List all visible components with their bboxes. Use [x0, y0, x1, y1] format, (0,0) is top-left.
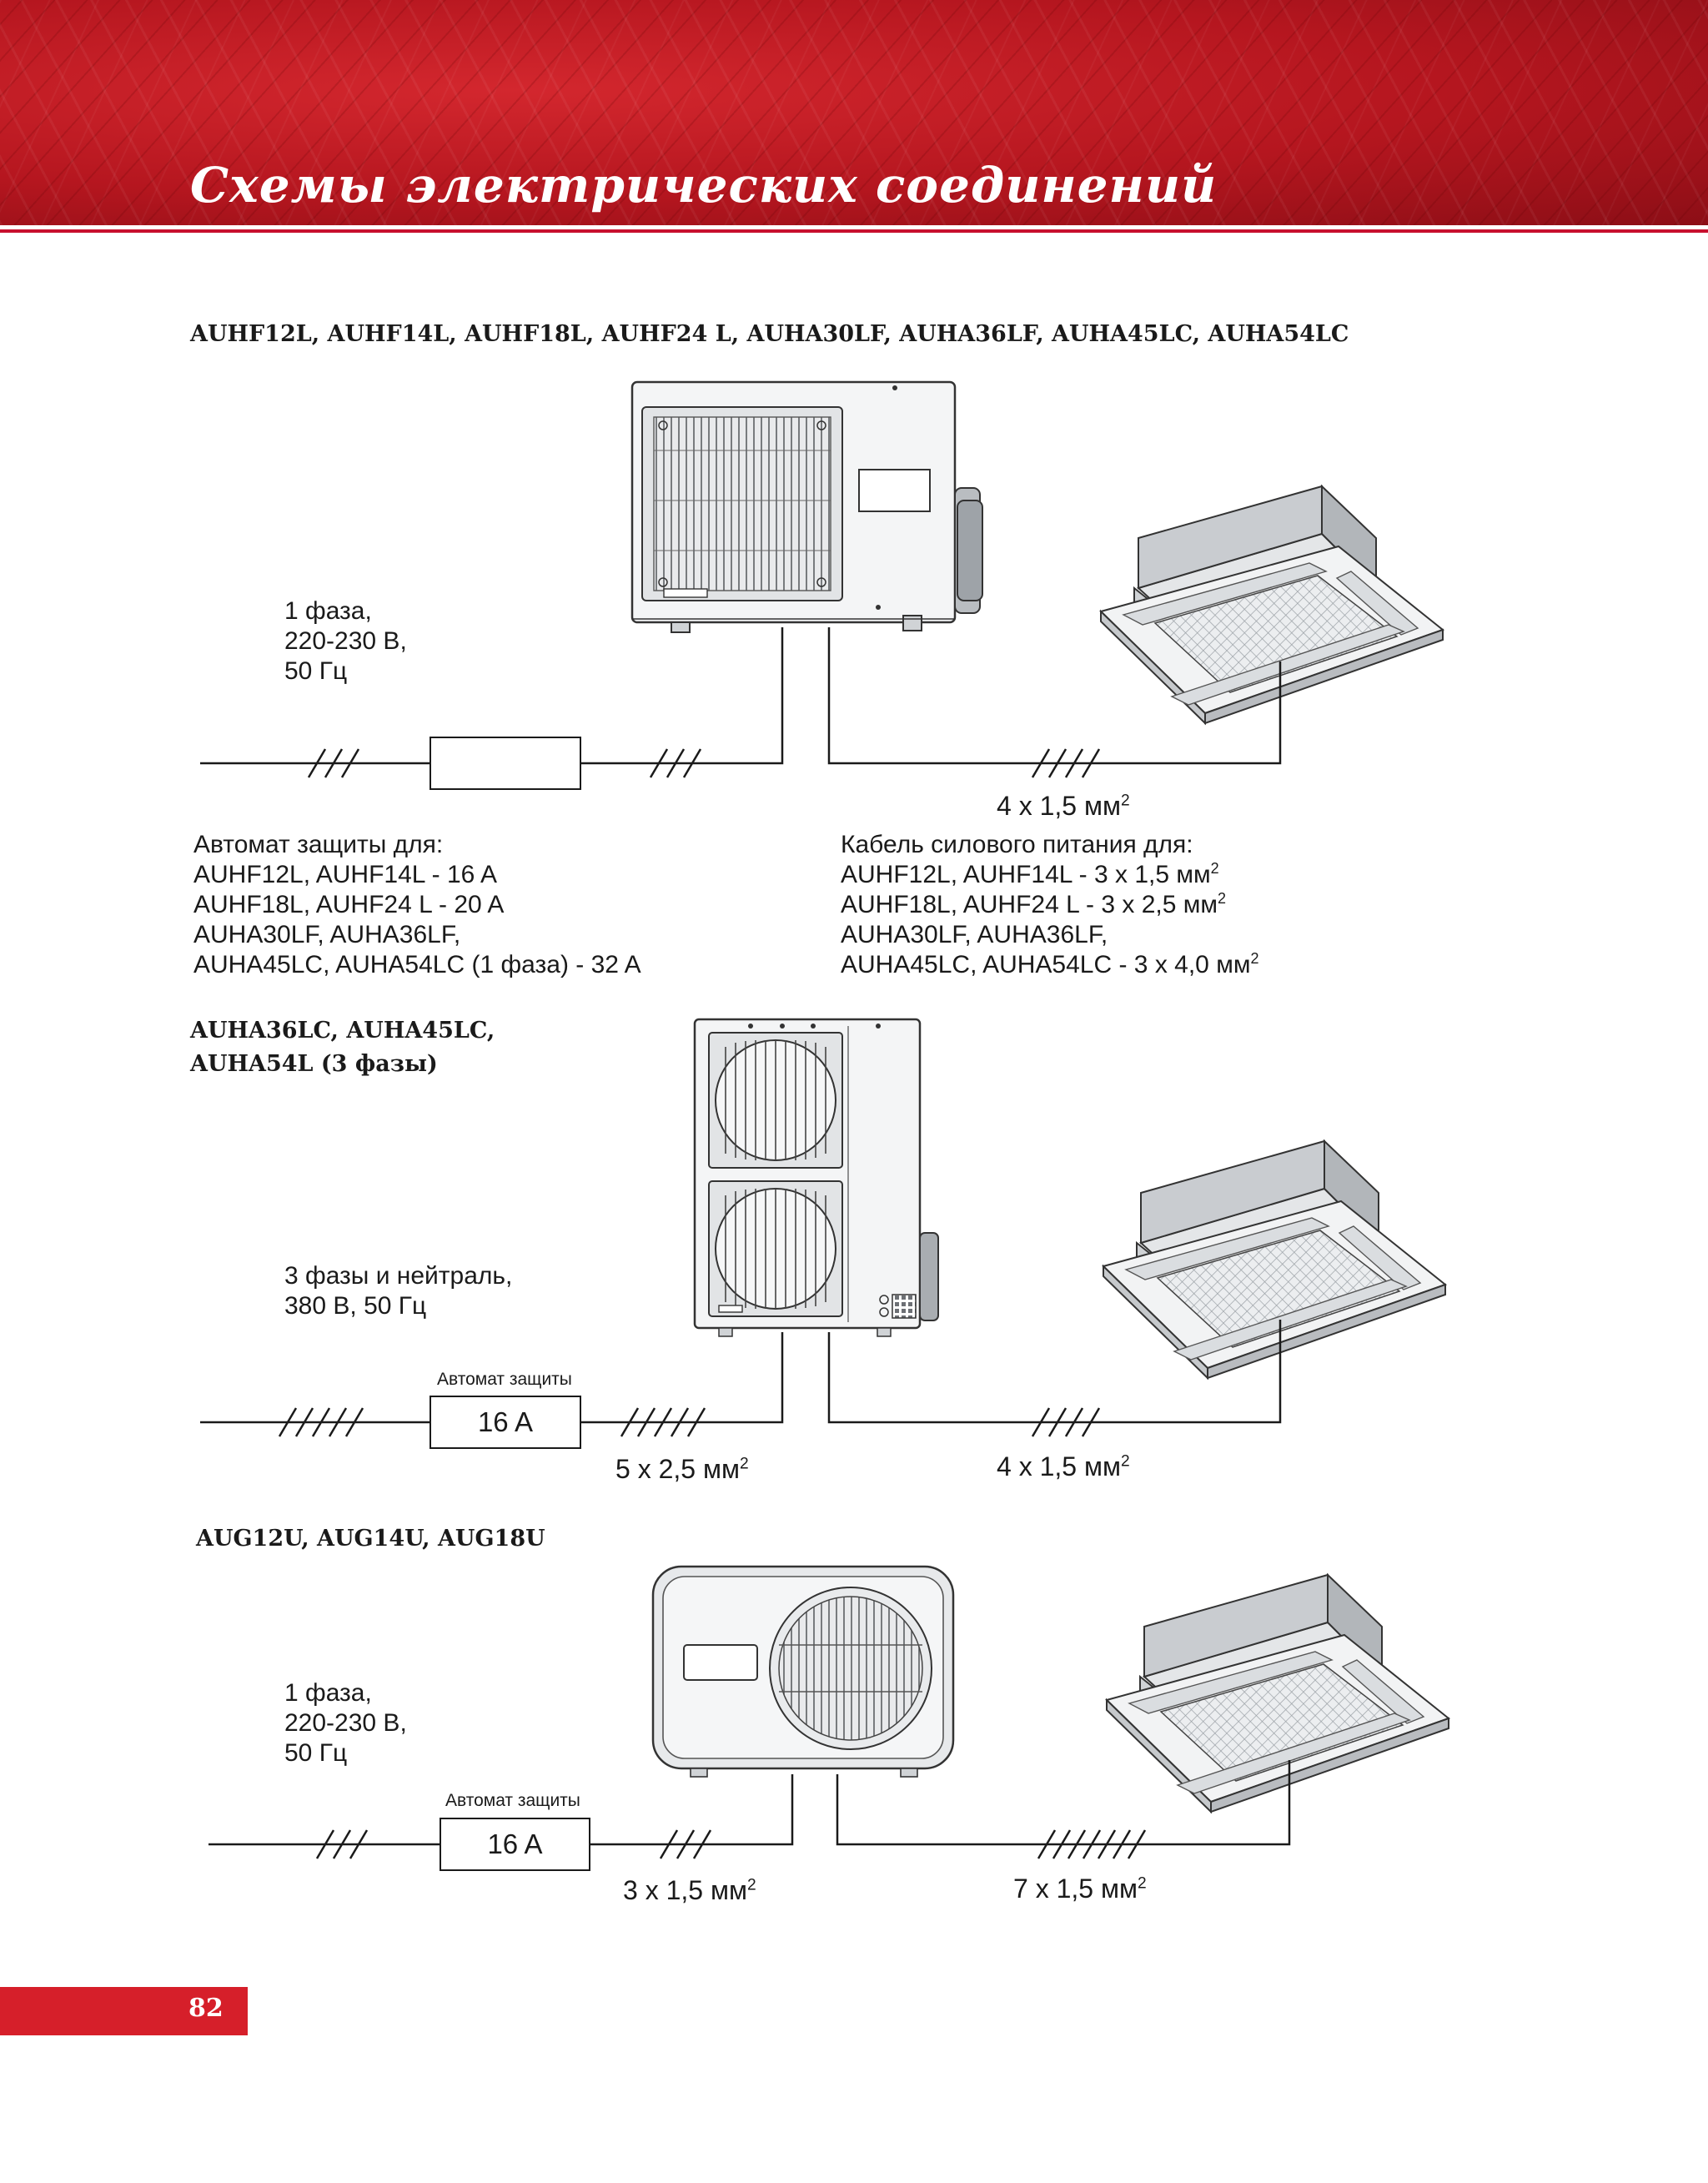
- section-2-cable-right: 4 x 1,5 мм2: [997, 1451, 1130, 1481]
- section-3-cable-left: 3 x 1,5 мм2: [623, 1875, 756, 1905]
- section-1-cable-right: 4 x 1,5 мм2: [997, 791, 1130, 821]
- section-2-power-spec: 3 фазы и нейтраль, 380 В, 50 Гц: [284, 1262, 513, 1320]
- page-number-tab: [0, 1987, 248, 2035]
- section-3-cable-right: 7 x 1,5 мм2: [1013, 1874, 1147, 1904]
- section-3-breaker-caption: Автомат защиты: [445, 1791, 580, 1810]
- section-2-heading: AUHA36LC, AUHA45LC, AUHA54L (3 фазы): [190, 1018, 495, 1077]
- cassette-unit-icon: [1103, 1140, 1446, 1379]
- cassette-unit-icon: [1106, 1574, 1449, 1813]
- section-3-breaker-value: 16 A: [440, 1818, 590, 1871]
- section-1-cable-note: Кабель силового питания для: AUHF12L, AU…: [841, 831, 1259, 978]
- section-3-heading: AUG12U, AUG14U, AUG18U: [196, 1526, 545, 1552]
- section-1-breaker-note: Автомат защиты для: AUHF12L, AUHF14L - 1…: [193, 831, 641, 978]
- page-number: 82: [188, 1994, 224, 2023]
- outdoor-unit-rounded-icon: [651, 1565, 955, 1778]
- section-1-power-spec: 1 фаза, 220-230 В, 50 Гц: [284, 597, 407, 685]
- page-title: Схемы электрических соединений: [190, 157, 1218, 214]
- section-2-breaker-value: 16 A: [430, 1396, 581, 1449]
- banner-divider: [0, 229, 1708, 233]
- header-banner: Схемы электрических соединений: [0, 0, 1708, 225]
- outdoor-unit-double-fan-icon: [693, 1018, 939, 1337]
- section-3-power-spec: 1 фаза, 220-230 В, 50 Гц: [284, 1679, 407, 1767]
- wiring-lines: [200, 1320, 1282, 1437]
- section-1-heading: AUHF12L, AUHF14L, AUHF18L, AUHF24 L, AUH…: [190, 321, 1349, 347]
- section-1-breaker-box: [430, 737, 581, 790]
- outdoor-unit-single-fan-icon: [630, 380, 983, 633]
- cassette-unit-icon: [1100, 485, 1444, 724]
- section-2-cable-left: 5 x 2,5 мм2: [615, 1454, 749, 1484]
- wiring-lines: [200, 627, 1282, 778]
- wiring-lines: [208, 1760, 1291, 1859]
- section-2-breaker-caption: Автомат защиты: [437, 1370, 572, 1389]
